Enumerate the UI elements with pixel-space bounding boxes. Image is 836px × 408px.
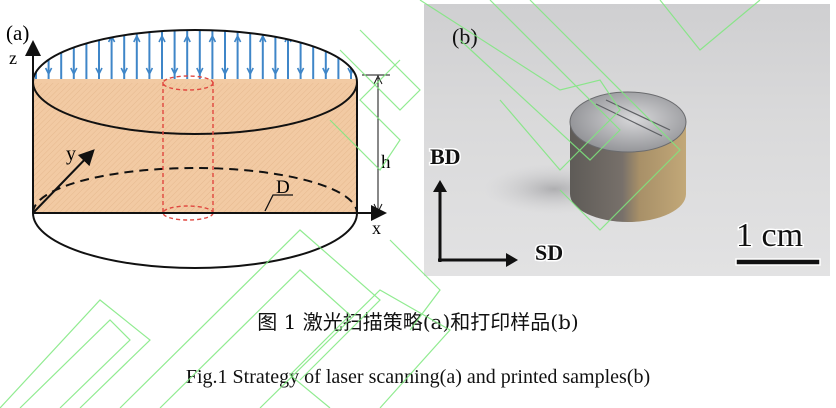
- panel-a-label: (a): [6, 21, 29, 45]
- sample-top-face: [569, 91, 687, 153]
- scan-arrow: [70, 67, 78, 76]
- scan-arrow: [82, 34, 91, 43]
- z-axis-label: z: [9, 48, 17, 68]
- bd-label: BD: [430, 144, 461, 169]
- bottom-ellipse-hidden: [32, 167, 358, 214]
- top-ellipse-back: [32, 29, 358, 83]
- scan-arrow: [133, 34, 141, 43]
- y-axis: [32, 149, 95, 214]
- scan-arrow: [296, 67, 305, 76]
- bottom-ellipse: [32, 212, 358, 269]
- cylinder-body: [33, 82, 357, 213]
- scan-arrow: [170, 67, 179, 76]
- diameter-label: D: [276, 177, 290, 198]
- y-axis-label: y: [66, 143, 76, 165]
- scan-arrow: [246, 67, 254, 76]
- x-axis-label: x: [372, 218, 381, 238]
- scan-arrow: [334, 34, 343, 43]
- panel-b-photo: BD SD 1 cm (b): [424, 4, 830, 276]
- scan-arrow: [233, 34, 242, 43]
- scan-arrow: [44, 67, 53, 76]
- scan-arrow: [95, 67, 103, 76]
- scan-arrow: [57, 34, 65, 43]
- scan-arrow: [221, 67, 229, 76]
- scan-arrow: [259, 34, 267, 43]
- sd-label: SD: [535, 240, 563, 265]
- scan-arrow: [120, 67, 128, 76]
- caption-chinese: 图 1 激光扫描策略(a)和打印样品(b): [257, 310, 579, 334]
- scan-arrow: [208, 34, 217, 43]
- scan-strategy-diagram: (a) z y x h D: [6, 21, 391, 269]
- scan-lines: [33, 30, 357, 82]
- scan-arrow: [158, 34, 166, 43]
- scale-bar: [735, 258, 821, 266]
- scan-arrow: [145, 67, 154, 76]
- panel-a-schematic: (a) z y x h D: [0, 0, 420, 290]
- scan-arrow: [322, 67, 330, 76]
- caption-english: Fig.1 Strategy of laser scanning(a) and …: [185, 366, 651, 388]
- scan-arrow: [33, 34, 40, 43]
- scale-bar-label: 1 cm: [736, 217, 803, 254]
- scan-arrow: [309, 34, 317, 43]
- scan-arrow: [196, 67, 204, 76]
- scan-arrow: [271, 67, 280, 76]
- diameter-leader: [264, 194, 293, 212]
- scan-arrow: [183, 34, 191, 43]
- panel-b-label: (b): [452, 24, 478, 49]
- height-label: h: [381, 152, 391, 173]
- printed-sample-photo: BD SD 1 cm (b): [429, 24, 821, 267]
